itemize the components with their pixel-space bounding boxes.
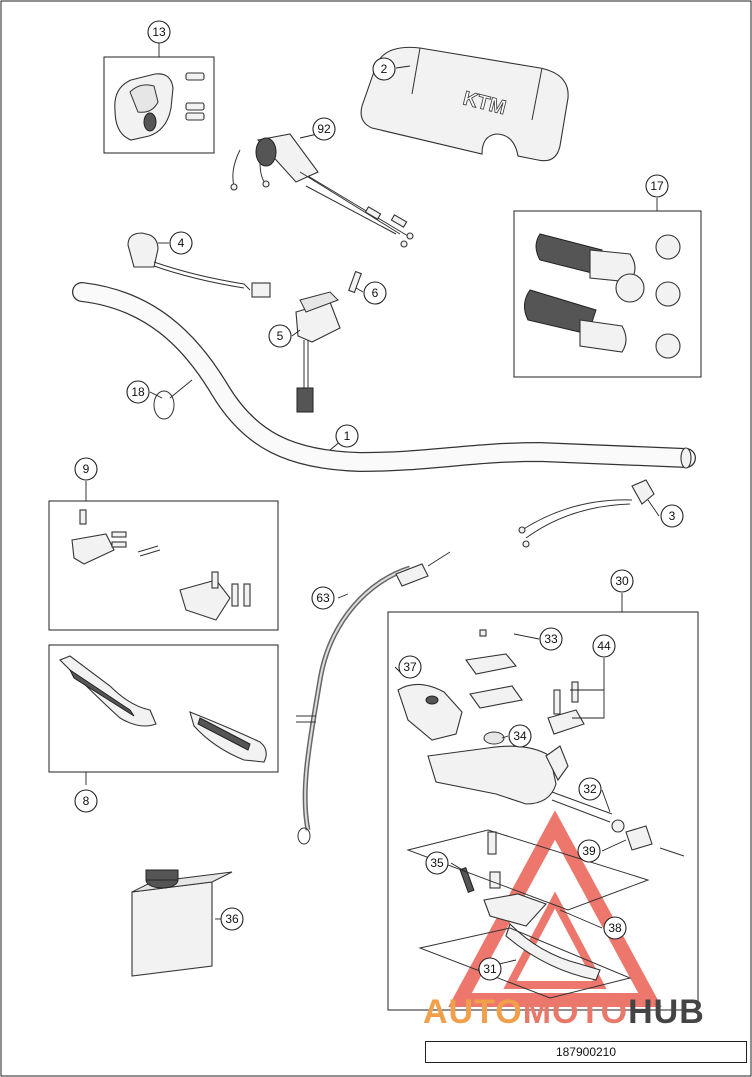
watermark-auto: AUTO [423,993,523,1031]
frame-group-9 [48,500,279,631]
svg-text:18: 18 [131,385,145,399]
part-30-clutch-master-cylinder [397,629,685,999]
callout-37: 37 [398,655,422,679]
svg-text:8: 8 [83,794,90,808]
svg-text:36: 36 [225,912,239,926]
callout-4: 4 [169,231,193,255]
part-9-control-set [71,509,251,621]
callout-6: 6 [363,281,387,305]
svg-text:6: 6 [372,286,379,300]
leader-lines [85,43,660,970]
callout-33: 33 [539,627,563,651]
part-5-combination-switch [295,291,341,413]
callout-35: 35 [425,851,449,875]
callout-92: 92 [312,117,336,141]
svg-text:31: 31 [483,962,497,976]
frame-group-30 [387,611,699,1011]
callout-9: 9 [74,457,98,481]
callout-3: 3 [660,504,684,528]
svg-text:13: 13 [152,25,166,39]
callout-39: 39 [577,839,601,863]
part-6-screw [348,270,362,294]
callout-17: 17 [645,174,669,198]
svg-text:9: 9 [83,462,90,476]
svg-text:33: 33 [544,632,558,646]
svg-text:37: 37 [403,660,417,674]
drawing-number: 187900210 [425,1041,747,1063]
callout-1: 1 [335,424,359,448]
callout-36: 36 [220,907,244,931]
svg-text:3: 3 [669,509,676,523]
svg-text:39: 39 [582,844,596,858]
svg-text:30: 30 [615,574,629,588]
part-63-clutch-line [296,551,451,845]
part-18-cable-tie [153,379,193,420]
svg-text:1: 1 [344,429,351,443]
svg-text:2: 2 [381,62,388,76]
callout-44: 44 [592,634,616,658]
watermark-hub: HUB [628,993,705,1031]
callout-18: 18 [126,380,150,404]
part-4-kill-switch [127,232,271,298]
callout-34: 34 [508,724,532,748]
part-1-handlebar [72,282,696,473]
callout-30: 30 [610,569,634,593]
svg-text:34: 34 [513,729,527,743]
svg-text:32: 32 [583,782,597,796]
callout-31: 31 [478,957,502,981]
svg-text:63: 63 [316,591,330,605]
part-3-hot-start-switch [518,479,655,548]
svg-text:5: 5 [277,329,284,343]
frame-group-17 [513,210,702,378]
callout-2: 2 [372,57,396,81]
watermark-text: AUTOMOTOHUB [423,993,705,1032]
svg-text:44: 44 [597,639,611,653]
part-17-grip-set [524,233,681,359]
svg-text:17: 17 [650,179,664,193]
callout-13: 13 [147,20,171,44]
callout-63: 63 [311,586,335,610]
part-8-handguard-set [59,655,267,763]
callout-5: 5 [268,324,292,348]
callout-32: 32 [578,777,602,801]
part-2-handlebar-pad: KTM [360,46,569,162]
svg-text:4: 4 [178,236,185,250]
callout-8: 8 [74,789,98,813]
svg-text:35: 35 [430,856,444,870]
callout-38: 38 [603,916,627,940]
part-92-throttle-assembly [230,133,414,248]
part-36-brake-fluid-bottle [131,869,233,977]
part-13-switch-housing [114,72,205,141]
frame-group-8 [48,644,279,773]
svg-text:92: 92 [317,122,331,136]
svg-text:38: 38 [608,921,622,935]
watermark-moto: MOTO [522,993,629,1031]
